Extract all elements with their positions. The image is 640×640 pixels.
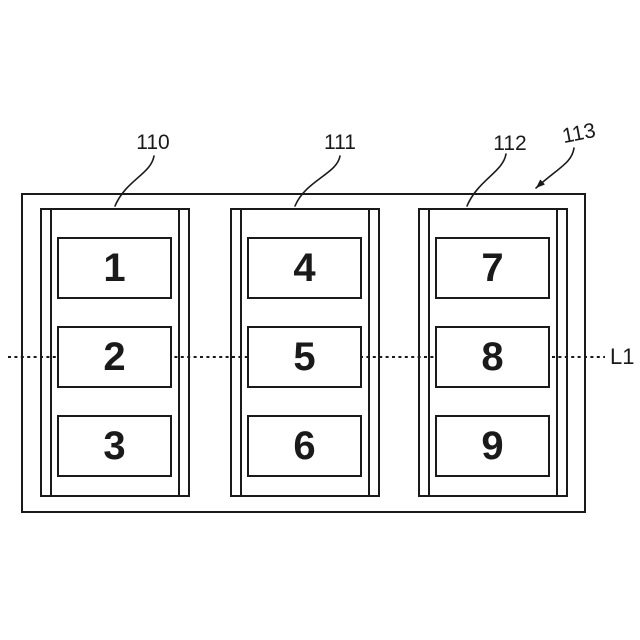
ref-label-112: 112 <box>493 132 527 155</box>
panel-110-left-rail <box>50 210 52 495</box>
ref-label-113: 113 <box>560 119 598 148</box>
cell-5: 5 <box>247 326 362 388</box>
panel-111-left-rail <box>240 210 242 495</box>
cell-6: 6 <box>247 415 362 477</box>
ref-label-110: 110 <box>136 131 170 154</box>
cell-1: 1 <box>57 237 172 299</box>
panel-111: 4 5 6 <box>230 208 380 497</box>
cell-4: 4 <box>247 237 362 299</box>
panel-110-right-rail <box>178 210 180 495</box>
leader-arrow-113 <box>535 147 575 189</box>
cell-3: 3 <box>57 415 172 477</box>
ref-label-111: 111 <box>324 131 356 154</box>
panel-112: 7 8 9 <box>418 208 568 497</box>
cell-9: 9 <box>435 415 550 477</box>
panel-110: 1 2 3 <box>40 208 190 497</box>
panel-112-right-rail <box>556 210 558 495</box>
panel-112-left-rail <box>428 210 430 495</box>
cell-2: 2 <box>57 326 172 388</box>
panel-111-right-rail <box>368 210 370 495</box>
cell-8: 8 <box>435 326 550 388</box>
cell-7: 7 <box>435 237 550 299</box>
centerline-label: L1 <box>610 344 635 369</box>
